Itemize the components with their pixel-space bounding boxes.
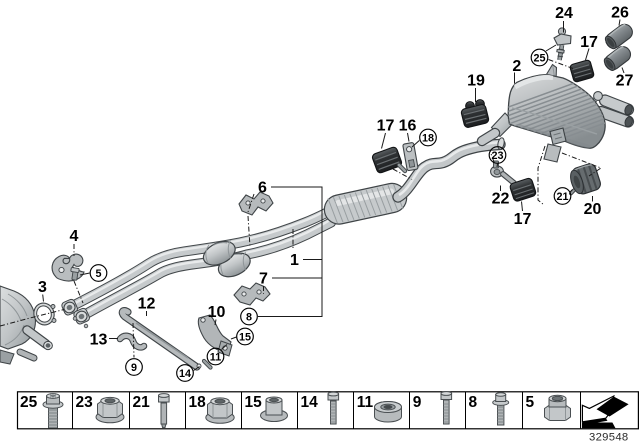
svg-text:23: 23 [491, 150, 503, 162]
svg-text:26: 26 [611, 5, 629, 22]
svg-text:14: 14 [179, 368, 191, 380]
svg-text:22: 22 [492, 191, 510, 208]
svg-text:27: 27 [616, 73, 634, 90]
svg-text:12: 12 [138, 296, 156, 313]
svg-text:19: 19 [467, 73, 485, 90]
svg-text:17: 17 [377, 118, 395, 135]
svg-text:21: 21 [133, 394, 151, 411]
svg-text:14: 14 [301, 394, 319, 411]
svg-text:17: 17 [580, 34, 598, 51]
svg-text:21: 21 [556, 191, 568, 203]
svg-text:17: 17 [514, 211, 532, 228]
svg-text:15: 15 [245, 394, 263, 411]
svg-text:7: 7 [259, 271, 268, 288]
svg-text:18: 18 [422, 132, 434, 144]
svg-text:2: 2 [512, 58, 521, 75]
svg-text:16: 16 [399, 118, 417, 135]
svg-text:25: 25 [20, 394, 38, 411]
svg-text:15: 15 [239, 331, 251, 343]
svg-text:5: 5 [95, 268, 101, 280]
svg-text:13: 13 [90, 332, 108, 349]
svg-text:11: 11 [357, 394, 374, 411]
svg-text:9: 9 [413, 394, 422, 411]
svg-text:23: 23 [76, 394, 94, 411]
svg-text:329548: 329548 [589, 432, 629, 444]
svg-text:9: 9 [131, 362, 137, 374]
svg-text:18: 18 [189, 394, 207, 411]
svg-text:11: 11 [210, 351, 221, 363]
svg-text:4: 4 [70, 228, 79, 245]
svg-text:8: 8 [246, 311, 252, 323]
svg-text:20: 20 [584, 201, 602, 218]
svg-text:1: 1 [290, 252, 299, 269]
svg-text:24: 24 [555, 5, 573, 22]
svg-text:6: 6 [258, 180, 267, 197]
svg-text:3: 3 [38, 279, 47, 296]
svg-text:10: 10 [208, 304, 226, 321]
svg-text:5: 5 [526, 394, 535, 411]
svg-text:8: 8 [469, 394, 478, 411]
svg-text:25: 25 [533, 52, 545, 64]
